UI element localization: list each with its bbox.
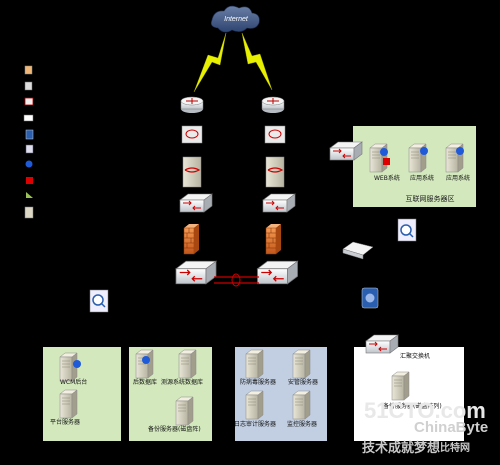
- core-switch-upper-left: [179, 193, 213, 213]
- wcm-server: [59, 352, 81, 382]
- vpn-gateway-left: [181, 125, 203, 144]
- ids-probe: [361, 287, 379, 309]
- legend-green-triangle-icon: [26, 192, 33, 198]
- wan-link-left-icon: [193, 32, 227, 93]
- core-switch-upper-right: [262, 193, 296, 213]
- load-balancer-right: [265, 156, 285, 188]
- watermark-subtitle: 技术成就梦想: [362, 440, 440, 456]
- monitor-label: 监控服务器: [287, 420, 317, 428]
- web-system-label: WEB系统: [374, 174, 400, 182]
- dmz-switch: [329, 141, 363, 161]
- legend-scanner-icon: [25, 144, 34, 154]
- legend-ids-icon: [25, 129, 34, 140]
- backup-disk-server: [391, 371, 410, 401]
- backup-disk-label: 备份服务器(磁盘阵列): [383, 402, 442, 410]
- firewall-right: [265, 224, 281, 255]
- legend-icons: [23, 65, 34, 219]
- test-db-label: 测源系统数据库: [161, 378, 203, 386]
- internet-label: Internet: [224, 16, 249, 23]
- ids-scanner-right: [397, 218, 417, 242]
- antivirus-label: 防病毒服务器: [240, 378, 276, 386]
- zone-wcm: [43, 347, 121, 441]
- core-interconnect: [214, 273, 259, 287]
- watermark-brand: ChinaByte: [414, 419, 488, 436]
- internet-cloud: Internet: [210, 5, 260, 33]
- watermark-site: 51CTO.com: [364, 398, 486, 423]
- legend-firewall-icon: [24, 65, 33, 75]
- test-db-server: [178, 349, 197, 379]
- log-audit-server: [245, 390, 264, 420]
- legend-server-icon: [24, 81, 33, 91]
- legend-red-square-icon: [26, 177, 33, 184]
- watermark-brand-cn: 比特网: [440, 441, 470, 454]
- db-backup-server: [175, 396, 194, 426]
- border-router-left: [180, 96, 204, 113]
- hub-device: [342, 241, 374, 260]
- aggregation-switch-label: 汇聚交换机: [400, 352, 430, 360]
- log-audit-label: 日志审计服务器: [234, 420, 276, 428]
- vpn-gateway-right: [264, 125, 286, 144]
- core-switch-left: [175, 260, 217, 285]
- aggregation-switch: [365, 334, 399, 354]
- internet-server-zone-label: 互联网服务器区: [406, 194, 455, 203]
- app-system-2-label: 应用系统: [446, 174, 470, 182]
- backend-db-label: 后数据库: [133, 378, 157, 386]
- platform-label: 平台服务器: [50, 418, 80, 426]
- firewall-left: [183, 224, 199, 255]
- app-server-2: [445, 143, 464, 173]
- platform-server: [59, 389, 78, 419]
- border-router-right: [261, 96, 285, 113]
- legend-switch-icon: [24, 97, 34, 106]
- wcm-label: WCM后台: [60, 378, 87, 386]
- legend-hub-icon: [23, 114, 34, 122]
- wan-link-right-icon: [241, 32, 273, 91]
- legend-blue-dot-icon: [25, 160, 33, 168]
- core-switch-right: [256, 260, 299, 285]
- db-backup-label: 备份服务器(磁盘阵): [148, 425, 201, 433]
- app-system-1-label: 应用系统: [410, 174, 434, 182]
- web-server: [369, 143, 390, 173]
- backend-db-server: [135, 349, 154, 379]
- load-balancer-left: [182, 156, 202, 188]
- safety-server: [292, 349, 311, 379]
- legend-backup-icon: [24, 206, 34, 219]
- monitor-server: [292, 390, 311, 420]
- safety-label: 安管服务器: [288, 378, 318, 386]
- ids-scanner-left: [89, 289, 109, 313]
- app-server-1: [408, 143, 428, 173]
- antivirus-server: [245, 349, 264, 379]
